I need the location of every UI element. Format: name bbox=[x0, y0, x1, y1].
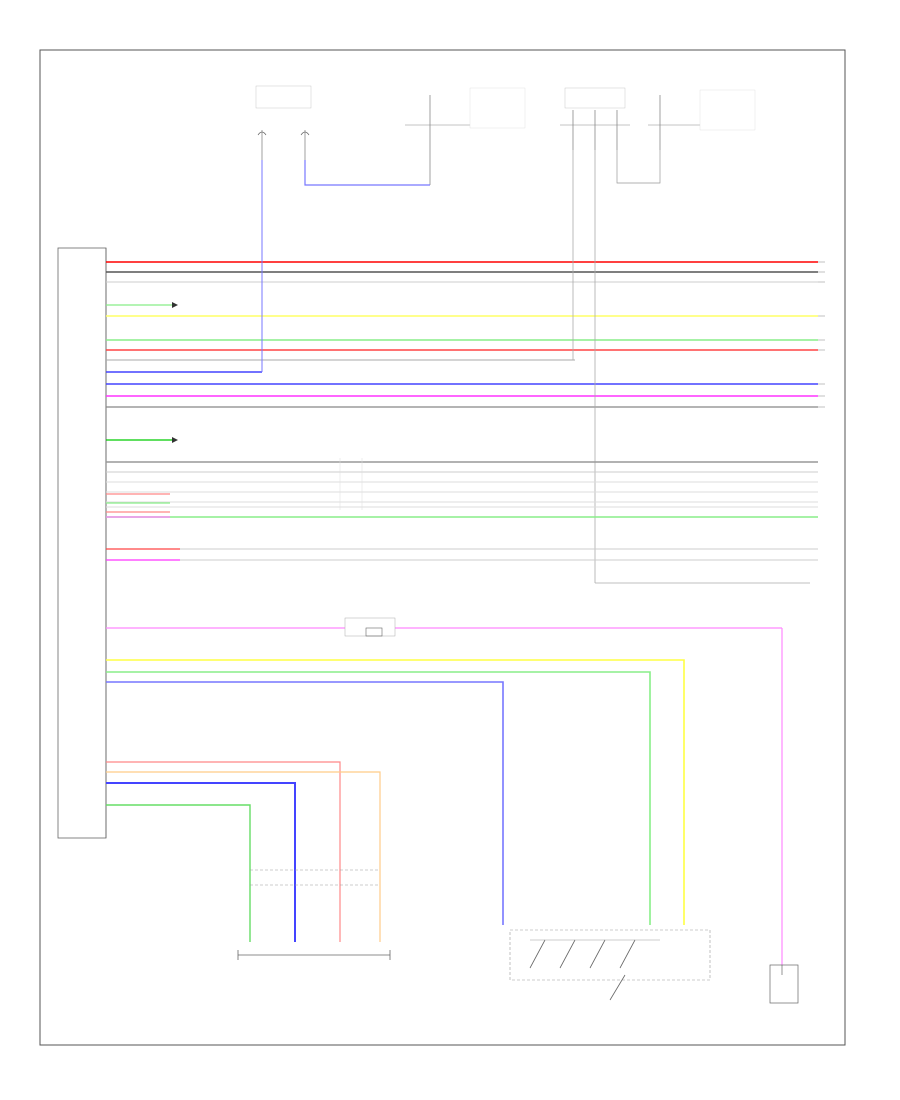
diagram-frame bbox=[39, 49, 846, 1046]
combination-meter bbox=[769, 964, 799, 1004]
combination-switch bbox=[509, 929, 711, 1001]
pink-signal-wire bbox=[106, 617, 783, 965]
switch-wires bbox=[106, 659, 685, 925]
stub-wires bbox=[106, 302, 178, 443]
main-module-connector bbox=[57, 247, 107, 839]
steering-switch-connector bbox=[237, 950, 391, 960]
wire-bundle-lower bbox=[106, 548, 818, 561]
steering-wires bbox=[106, 761, 381, 942]
wire-bundle-upper bbox=[106, 261, 818, 408]
top-left-connector bbox=[255, 85, 312, 160]
right-terminal-ticks bbox=[818, 261, 825, 408]
wire-bundle-middle bbox=[106, 458, 818, 518]
vertical-drops bbox=[261, 150, 810, 584]
top-right-connector-1 bbox=[560, 87, 630, 150]
top-center-connector bbox=[304, 87, 526, 186]
top-right-connector-2 bbox=[616, 89, 756, 184]
